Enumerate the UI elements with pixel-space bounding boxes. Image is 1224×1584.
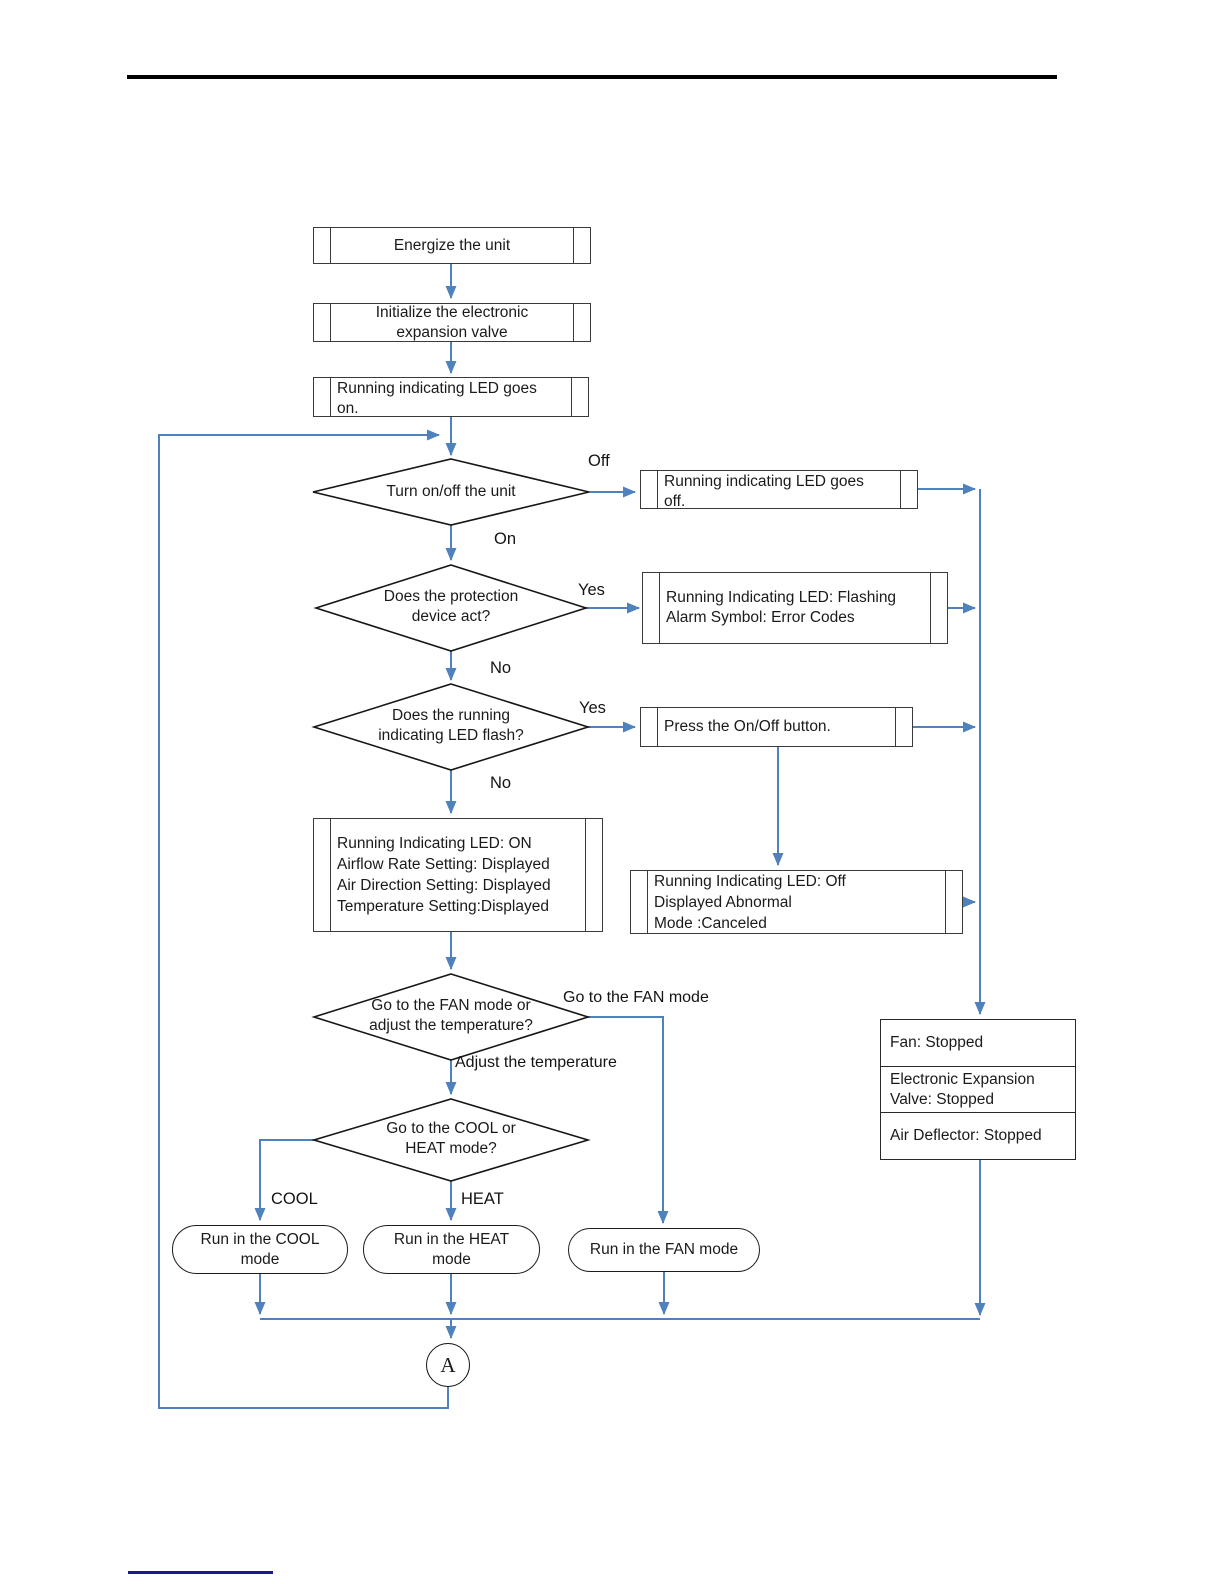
diamond-led-flash — [311, 683, 591, 771]
node-energize-label: Energize the unit — [393, 236, 511, 254]
edge-coolbranch — [254, 1139, 314, 1221]
node-init-valve-line1: Initialize the electronic — [375, 303, 529, 321]
diamond-turn-onoff-text: Turn on/off the unit — [386, 483, 516, 500]
node-led-on: Running indicating LED goes on. — [313, 377, 589, 417]
edge-label-adjust-temp: Adjust the temperature — [455, 1054, 617, 1071]
node-led-flashing-line2: Alarm Symbol: Error Codes — [666, 609, 855, 626]
table-row-deflector-text: Air Deflector: Stopped — [890, 1127, 1042, 1145]
diamond-cool-or-heat — [311, 1098, 591, 1182]
edge-label-yes-flash: Yes — [579, 699, 606, 717]
node-run-cool-line1: Run in the COOL — [200, 1230, 320, 1248]
edge-loop-back — [158, 429, 449, 1409]
diamond-led-flash-label: Does the running indicating LED flash? — [341, 706, 561, 746]
edge-label-yes-protection: Yes — [578, 581, 605, 599]
header-rule — [127, 75, 1057, 79]
node-led-flashing: Running Indicating LED: Flashing Alarm S… — [642, 572, 948, 644]
node-run-heat-line1: Run in the HEAT — [393, 1230, 510, 1248]
node-press-onoff-label: Press the On/Off button. — [664, 718, 831, 735]
connector-a-label: A — [440, 1352, 456, 1377]
node-led-on-line1: Running indicating LED goes — [337, 380, 537, 397]
node-run-cool: Run in the COOL mode — [172, 1225, 348, 1274]
table-row-eev-line2: Valve: Stopped — [890, 1090, 994, 1108]
table-row-eev-line1: Electronic Expansion — [890, 1070, 1035, 1088]
node-abnormal: Running Indicating LED: Off Displayed Ab… — [630, 870, 963, 934]
diamond-cool-or-heat-line2: HEAT mode? — [405, 1140, 497, 1157]
node-energize: Energize the unit — [313, 227, 591, 264]
diamond-fan-or-temp-line2: adjust the temperature? — [369, 1017, 533, 1034]
node-init-valve-line2: expansion valve — [396, 323, 508, 341]
edge-lines — [158, 264, 986, 1409]
node-run-fan: Run in the FAN mode — [568, 1228, 760, 1272]
edge-fanbranch — [588, 1016, 669, 1224]
edge-label-heat: HEAT — [461, 1190, 504, 1208]
node-led-off: Running indicating LED goes off. — [640, 470, 918, 510]
node-status-line2: Airflow Rate Setting: Displayed — [337, 856, 550, 873]
node-status-display: Running Indicating LED: ON Airflow Rate … — [313, 818, 603, 932]
node-led-on-line2: on. — [337, 400, 359, 417]
decision-shapes — [311, 458, 591, 1182]
diamond-turn-onoff-label: Turn on/off the unit — [351, 482, 551, 502]
diamond-protection-line1: Does the protection — [383, 588, 519, 605]
diamond-fan-or-temp — [311, 973, 591, 1061]
diamond-turn-onoff — [312, 458, 590, 526]
node-run-heat-line2: mode — [432, 1250, 471, 1268]
node-run-heat: Run in the HEAT mode — [363, 1225, 540, 1274]
node-press-onoff: Press the On/Off button. — [640, 707, 913, 747]
table-row-eev: Electronic Expansion Valve: Stopped — [881, 1065, 1075, 1113]
diamond-protection-line2: device act? — [411, 608, 491, 625]
node-abnormal-line2: Displayed Abnormal — [654, 893, 792, 911]
node-status-line1: Running Indicating LED: ON — [337, 835, 532, 852]
node-led-flashing-line1: Running Indicating LED: Flashing — [666, 589, 897, 606]
diamond-protection — [313, 564, 589, 652]
node-abnormal-line1: Running Indicating LED: Off — [654, 872, 846, 890]
node-init-valve: Initialize the electronic expansion valv… — [313, 303, 591, 342]
table-row-fan-text: Fan: Stopped — [890, 1033, 984, 1051]
edge-label-on: On — [494, 530, 517, 548]
node-status-line3: Air Direction Setting: Displayed — [337, 877, 551, 894]
diamond-cool-or-heat-line1: Go to the COOL or — [386, 1120, 516, 1137]
diamond-fan-or-temp-label: Go to the FAN mode or adjust the tempera… — [336, 996, 566, 1036]
table-row-deflector: Air Deflector: Stopped — [881, 1112, 1075, 1159]
diamond-fan-or-temp-line1: Go to the FAN mode or — [371, 997, 531, 1014]
connector-a-circle: A — [426, 1343, 470, 1387]
edge-label-goto-fan: Go to the FAN mode — [563, 989, 709, 1006]
diamond-led-flash-line1: Does the running — [391, 707, 511, 724]
edge-label-no-protection: No — [490, 659, 512, 677]
node-run-cool-line2: mode — [240, 1250, 280, 1268]
edge-label-no-flash: No — [490, 774, 512, 792]
diamond-cool-or-heat-label: Go to the COOL or HEAT mode? — [351, 1119, 551, 1159]
node-abnormal-line3: Mode :Canceled — [654, 914, 767, 932]
diamond-led-flash-line2: indicating LED flash? — [378, 727, 524, 744]
edge-label-off: Off — [588, 452, 610, 470]
node-run-fan-label: Run in the FAN mode — [589, 1241, 739, 1258]
node-status-line4: Temperature Setting:Displayed — [337, 898, 549, 915]
stopped-state-table: Fan: Stopped Electronic Expansion Valve:… — [880, 1019, 1076, 1160]
table-row-fan: Fan: Stopped — [881, 1020, 1075, 1066]
diamond-protection-label: Does the protection device act? — [351, 587, 551, 627]
node-led-off-line1: Running indicating LED goes — [664, 473, 864, 490]
footer-link-rule — [128, 1571, 273, 1574]
node-led-off-line2: off. — [664, 493, 686, 510]
edge-label-cool: COOL — [271, 1190, 318, 1208]
